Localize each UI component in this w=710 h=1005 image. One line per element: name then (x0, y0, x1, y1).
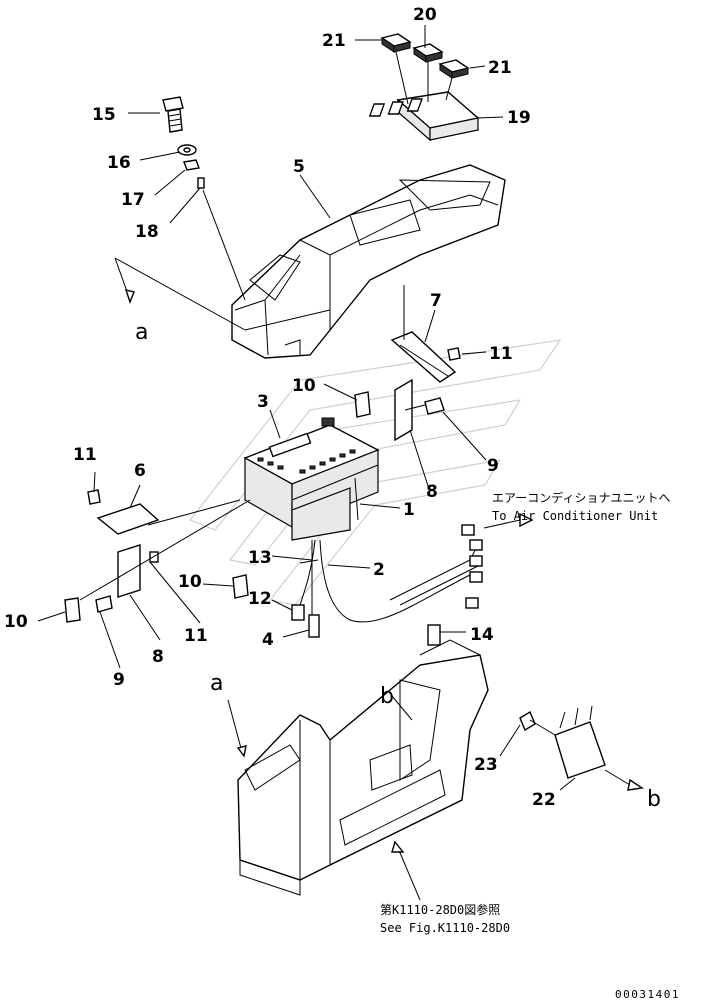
callout-21: 21 (322, 31, 346, 51)
console-cover (231, 164, 506, 359)
callout-19: 19 (507, 108, 531, 128)
callout-9: 9 (487, 456, 499, 476)
view-ref-a-bottom: a (210, 671, 223, 696)
callout-9: 9 (113, 670, 125, 690)
left-bracket-assembly (64, 489, 251, 623)
callout-11: 11 (184, 626, 208, 646)
callout-4: 4 (262, 630, 274, 650)
view-reference-letters: a a b b (135, 320, 661, 812)
leader-lines (37, 25, 576, 791)
callout-11: 11 (73, 445, 97, 465)
callout-22: 22 (532, 790, 556, 810)
callout-10: 10 (178, 572, 202, 592)
callout-16: 16 (107, 153, 131, 173)
callout-5: 5 (293, 157, 305, 177)
notes: エアーコンディショナユニットへ To Air Conditioner Unit … (380, 490, 670, 935)
aircon-note-jp: エアーコンディショナユニットへ (492, 490, 670, 505)
callout-20: 20 (413, 5, 437, 25)
callout-6: 6 (134, 461, 146, 481)
bolt-stack (162, 96, 246, 301)
switch-panel-assembly (368, 33, 480, 142)
callout-8: 8 (152, 647, 164, 667)
callout-18: 18 (135, 222, 159, 242)
view-a-arrow-top (114, 257, 246, 331)
callout-2: 2 (373, 560, 385, 580)
callout-10: 10 (4, 612, 28, 632)
callout-14: 14 (470, 625, 494, 645)
view-ref-b-left: b (380, 684, 394, 709)
callout-3: 3 (257, 392, 269, 412)
figure-ref-en: See Fig.K1110-28D0 (380, 921, 510, 935)
view-ref-a-top: a (135, 320, 148, 345)
callout-11: 11 (489, 344, 513, 364)
callout-7: 7 (430, 291, 442, 311)
callout-17: 17 (121, 190, 145, 210)
callout-21: 21 (488, 58, 512, 78)
callout-1: 1 (403, 500, 415, 520)
figure-ref-jp: 第K1110-28D0図参照 (380, 902, 500, 917)
aircon-note-en: To Air Conditioner Unit (492, 509, 658, 523)
drawing-code: 00031401 (615, 988, 680, 1001)
callout-labels: 21 20 21 19 15 16 17 18 5 7 11 10 3 9 8 … (4, 5, 556, 810)
view-ref-b-right: b (647, 787, 661, 812)
callout-13: 13 (248, 548, 272, 568)
air-conditioner-controller (243, 417, 380, 541)
callout-8: 8 (426, 482, 438, 502)
right-bracket-assembly (354, 285, 461, 442)
callout-23: 23 (474, 755, 498, 775)
console-base-frame (227, 624, 644, 901)
callout-12: 12 (248, 589, 272, 609)
callout-10: 10 (292, 376, 316, 396)
wire-harness (291, 512, 534, 638)
callout-15: 15 (92, 105, 116, 125)
